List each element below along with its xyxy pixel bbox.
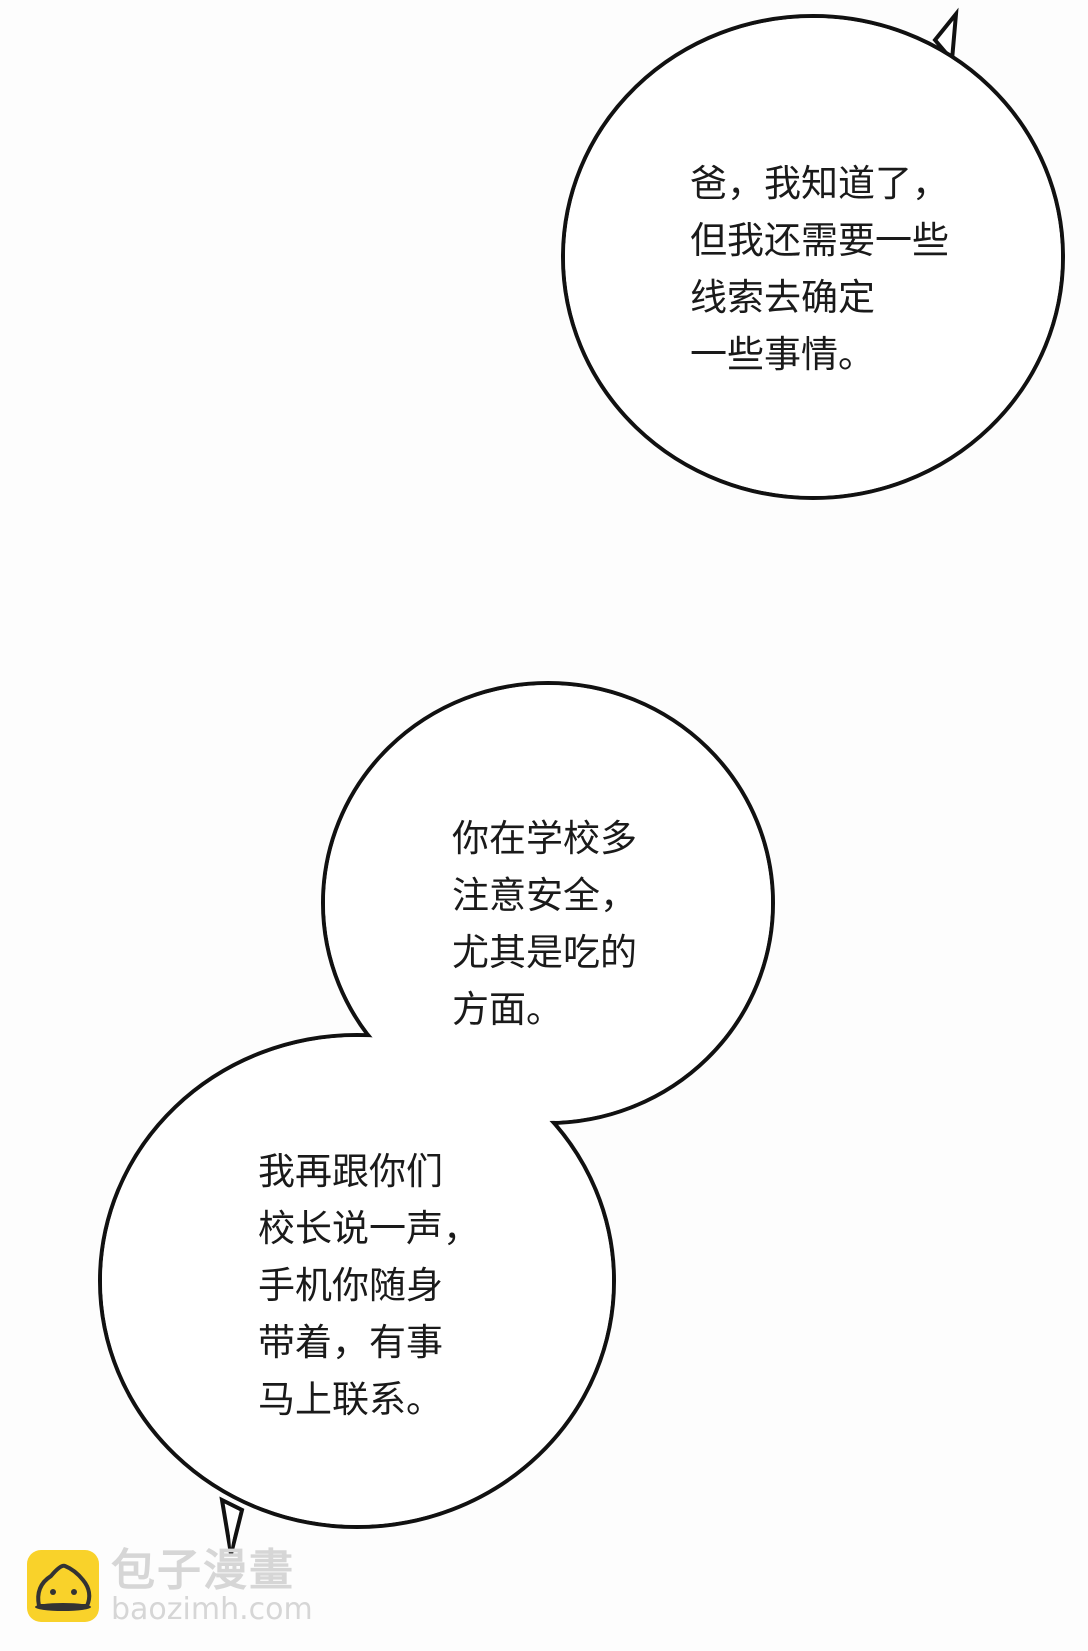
bun-logo-icon — [27, 1550, 99, 1622]
text-line: 一些事情。 — [690, 333, 875, 376]
text-line: 线索去确定 — [690, 276, 875, 319]
text-line: 我再跟你们 — [258, 1150, 443, 1193]
watermark-domain: baozimh.com — [111, 1592, 313, 1627]
text-line: 爸，我知道了， — [690, 162, 949, 205]
text-line: 但我还需要一些 — [690, 219, 949, 262]
text-line: 马上联系。 — [258, 1378, 443, 1421]
text-line: 方面。 — [452, 988, 563, 1031]
text-line: 带着，有事 — [258, 1321, 443, 1364]
text-line: 手机你随身 — [258, 1264, 443, 1307]
bubble-3-text: 我再跟你们 校长说一声， 手机你随身 带着，有事 马上联系。 — [258, 1143, 480, 1428]
text-line: 尤其是吃的 — [452, 931, 637, 974]
text-line: 注意安全， — [452, 874, 637, 917]
watermark: 包子漫畫 baozimh.com — [27, 1547, 313, 1625]
bubble-1-text: 爸，我知道了， 但我还需要一些 线索去确定 一些事情。 — [690, 155, 949, 383]
watermark-name: 包子漫畫 — [111, 1545, 295, 1596]
text-line: 你在学校多 — [452, 817, 637, 860]
bubble-2-text: 你在学校多 注意安全， 尤其是吃的 方面。 — [452, 810, 637, 1038]
text-line: 校长说一声， — [258, 1207, 480, 1250]
